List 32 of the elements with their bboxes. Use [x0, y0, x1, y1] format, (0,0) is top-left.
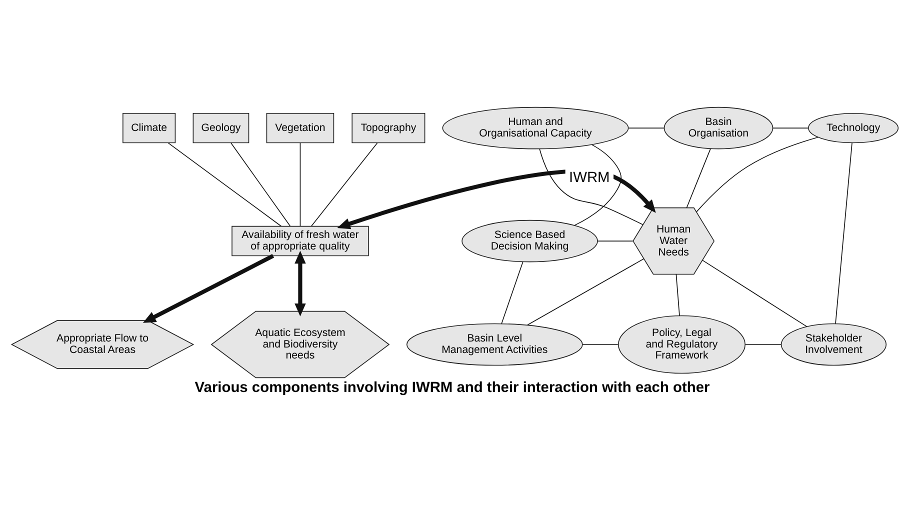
node-box: Topography: [352, 112, 426, 143]
edge-label: IWRM: [569, 169, 610, 186]
connector: [597, 240, 634, 241]
node-box: Geology: [192, 112, 250, 143]
node-ellipse: Science Based Decision Making: [462, 219, 598, 262]
node-ellipse: Policy, Legal and Regulatory Framework: [618, 314, 746, 374]
node-box: Vegetation: [266, 112, 334, 143]
caption: Various components involving IWRM and their interaction with each other: [194, 380, 710, 396]
connector: [539, 148, 644, 225]
connector: [300, 142, 301, 226]
connector: [772, 127, 809, 128]
node-box: Climate: [122, 112, 176, 143]
arrow: [142, 253, 274, 322]
arrow: [294, 250, 306, 316]
node-ellipse: Human and Organisational Capacity: [442, 106, 629, 149]
node-box: Availability of fresh water of appropriate quality: [232, 225, 369, 256]
connector: [686, 148, 711, 208]
connector: [527, 258, 644, 325]
connector: [835, 142, 852, 324]
node-ellipse: Technology: [808, 112, 899, 143]
connector: [676, 273, 680, 316]
connector: [310, 142, 378, 226]
connector: [168, 142, 282, 226]
connector: [696, 136, 818, 212]
node-ellipse: Basin Organisation: [664, 106, 774, 149]
node-ellipse: Stakeholder Involvement: [780, 322, 887, 366]
connector: [628, 127, 665, 128]
connector: [501, 260, 524, 324]
connector: [230, 142, 291, 226]
connector: [702, 259, 808, 326]
node-ellipse: Basin Level Management Activities: [406, 322, 583, 366]
connector: [574, 144, 622, 226]
